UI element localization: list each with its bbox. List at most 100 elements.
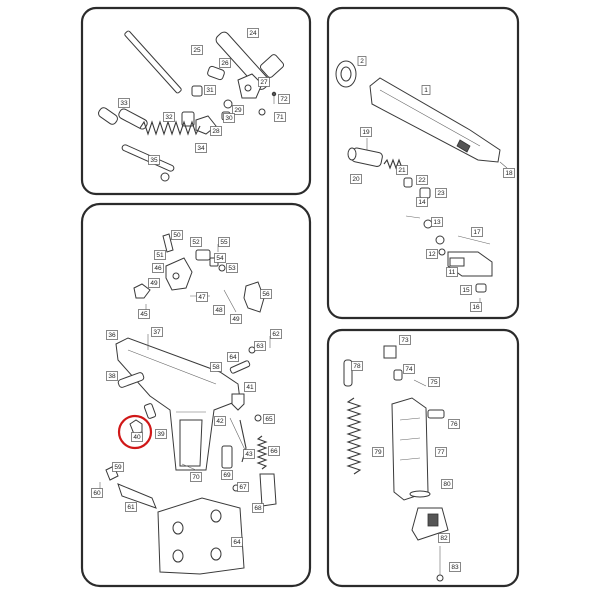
part-label-64: 64 xyxy=(233,539,241,546)
part-label-box xyxy=(357,56,367,66)
part-label-31: 31 xyxy=(206,87,214,94)
part-label-67: 67 xyxy=(239,484,247,491)
part-label-15: 15 xyxy=(462,287,470,294)
part-label-24: 24 xyxy=(249,30,257,37)
part-label-40: 40 xyxy=(133,434,141,441)
part-label-1: 1 xyxy=(424,87,428,94)
part-label-80: 80 xyxy=(443,481,451,488)
part-label-box xyxy=(426,249,438,259)
part-label-box xyxy=(254,341,266,351)
part-label-box xyxy=(435,447,447,457)
part-label-23: 23 xyxy=(437,190,445,197)
part-label-box xyxy=(163,112,175,122)
part-label-box xyxy=(448,419,460,429)
part-label-69: 69 xyxy=(223,472,231,479)
part-label-74: 74 xyxy=(405,366,413,373)
part-label-box xyxy=(219,58,231,68)
part-label-35: 35 xyxy=(150,157,158,164)
part-label-11: 11 xyxy=(449,269,456,276)
part-label-76: 76 xyxy=(450,421,458,428)
part-label-box xyxy=(214,416,226,426)
part-label-box xyxy=(125,502,137,512)
part-label-75: 75 xyxy=(430,379,438,386)
part-label-box xyxy=(470,302,482,312)
part-label-54: 54 xyxy=(216,255,224,262)
part-label-box xyxy=(91,488,103,498)
part-label-box xyxy=(171,230,183,240)
part-label-59: 59 xyxy=(114,464,122,471)
part-label-49: 49 xyxy=(150,280,158,287)
part-label-14: 14 xyxy=(418,199,426,206)
part-label-box xyxy=(360,127,372,137)
part-label-79: 79 xyxy=(374,449,382,456)
part-label-box xyxy=(416,175,428,185)
part-label-68: 68 xyxy=(254,505,262,512)
part-label-64: 64 xyxy=(229,354,237,361)
part-label-47: 47 xyxy=(198,294,206,301)
part-label-53: 53 xyxy=(228,265,236,272)
part-label-49: 49 xyxy=(232,316,240,323)
highlight-circle xyxy=(117,414,153,450)
part-label-55: 55 xyxy=(220,239,228,246)
part-label-box xyxy=(351,361,363,371)
part-label-box xyxy=(221,470,233,480)
part-label-box xyxy=(148,278,160,288)
part-label-box xyxy=(106,330,118,340)
part-label-32: 32 xyxy=(165,114,173,121)
part-label-box xyxy=(196,292,208,302)
part-label-box xyxy=(226,263,238,273)
part-label-29: 29 xyxy=(234,107,242,114)
part-label-box xyxy=(247,28,259,38)
part-label-62: 62 xyxy=(272,331,280,338)
part-label-box xyxy=(438,533,450,543)
part-label-box xyxy=(152,263,164,273)
part-label-box xyxy=(503,168,515,178)
part-label-box xyxy=(446,267,458,277)
part-label-box xyxy=(213,305,225,315)
part-label-46: 46 xyxy=(154,265,162,272)
part-label-box xyxy=(190,237,202,247)
part-label-56: 56 xyxy=(262,291,270,298)
part-label-51: 51 xyxy=(156,252,164,259)
part-label-16: 16 xyxy=(472,304,480,311)
part-label-box xyxy=(106,371,118,381)
part-label-45: 45 xyxy=(140,311,148,318)
part-label-box xyxy=(435,188,447,198)
part-label-38: 38 xyxy=(108,373,116,380)
part-label-19: 19 xyxy=(362,129,370,136)
part-label-box xyxy=(218,237,230,247)
part-label-box xyxy=(232,105,244,115)
part-label-box xyxy=(118,98,130,108)
part-label-box xyxy=(268,446,280,456)
part-label-box xyxy=(112,462,124,472)
part-label-box xyxy=(131,432,143,442)
part-label-box xyxy=(431,217,443,227)
part-label-box xyxy=(227,352,239,362)
part-label-58: 58 xyxy=(212,364,220,371)
part-label-13: 13 xyxy=(433,219,441,226)
part-label-box xyxy=(274,112,286,122)
part-label-26: 26 xyxy=(221,60,229,67)
part-label-60: 60 xyxy=(93,490,101,497)
part-label-17: 17 xyxy=(473,229,481,236)
part-label-box xyxy=(210,126,222,136)
part-label-box xyxy=(270,329,282,339)
part-label-39: 39 xyxy=(157,431,165,438)
part-label-70: 70 xyxy=(192,474,200,481)
part-label-box xyxy=(191,45,203,55)
part-label-box xyxy=(155,429,167,439)
part-label-52: 52 xyxy=(192,239,200,246)
part-label-box xyxy=(278,94,290,104)
part-label-41: 41 xyxy=(246,384,254,391)
part-label-34: 34 xyxy=(197,145,205,152)
part-label-box xyxy=(421,85,431,95)
part-label-box xyxy=(154,250,166,260)
part-label-42: 42 xyxy=(216,418,224,425)
part-label-61: 61 xyxy=(127,504,135,511)
part-label-box xyxy=(237,482,249,492)
part-label-27: 27 xyxy=(260,79,268,86)
part-label-30: 30 xyxy=(225,115,233,122)
